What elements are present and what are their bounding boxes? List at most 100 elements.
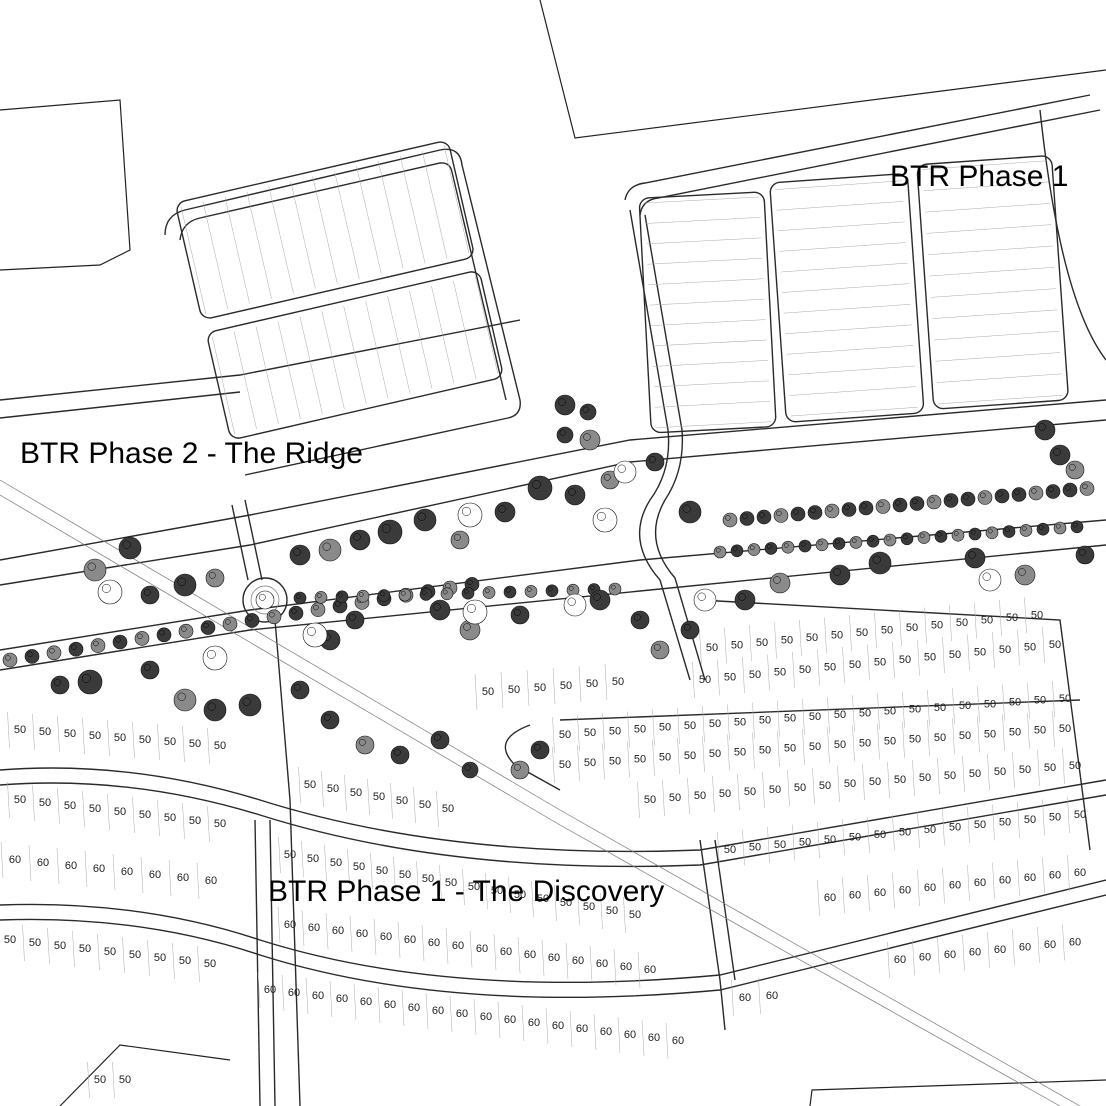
lot-line [842,877,845,914]
tree-icon [968,527,982,541]
lot-line [731,979,734,1017]
lot-line [305,977,309,1015]
lot-line [47,927,50,965]
lot-width-label: 50 [442,803,454,815]
tree-icon [310,602,326,617]
tree-icon [68,641,84,657]
lot-line [517,936,521,974]
lot-line [783,304,911,314]
lot-line [934,330,1059,341]
lot-width-label: 50 [64,800,76,812]
lot-width-label: 60 [944,949,956,961]
lot-width-label: 60 [1024,872,1036,884]
lot-line [168,859,172,897]
lot-line [752,702,755,739]
lot-line [1002,684,1005,721]
tree-icon [293,591,307,605]
tree-icon [722,512,738,528]
lot-line [1012,929,1015,966]
lot-width-label: 60 [644,964,656,976]
lot-width-label: 50 [204,958,216,970]
tree-icon [503,585,517,599]
lot-width-label: 60 [620,961,632,973]
lot-width-label: 50 [819,780,831,792]
lot-width-label: 50 [586,678,598,690]
tree-icon [335,590,349,604]
lot-width-label: 60 [1069,936,1081,948]
lot-line [182,802,185,840]
lot-width-label: 50 [959,700,971,712]
lot-line [107,719,110,757]
lot-width-label: 50 [724,671,736,683]
lot-line [677,707,680,745]
lot-line [902,721,905,758]
lot-line [57,715,60,753]
lot-width-label: 50 [974,646,986,658]
tree-icon [892,497,908,513]
lot-width-label: 60 [899,884,911,896]
lot-line [196,862,200,900]
lot-width-label: 50 [79,943,91,955]
lot-line [742,829,745,866]
lot-line [637,781,640,819]
lot-width-label: 60 [452,940,464,952]
tree-icon [377,589,391,602]
lot-width-label: 50 [684,720,696,732]
lot-line [867,816,870,854]
lot-line [602,743,605,780]
tree-icon [24,649,40,664]
tree-icon [482,586,496,599]
lot-line [662,779,665,817]
label-phase1-east: BTR Phase 1 [890,160,1068,193]
lot-line [656,421,771,428]
tree-icon [807,505,823,520]
tree-icon [255,590,275,610]
lot-width-label: 50 [129,949,141,961]
lot-line [717,659,720,696]
lot-line [545,1007,549,1045]
tree-icon [769,572,791,594]
lot-width-label: 50 [956,617,968,629]
tree-icon [829,564,851,586]
lot-line [485,872,488,910]
lot-width-label: 50 [634,724,646,736]
lot-width-label: 60 [924,882,936,894]
tree-icon [1028,485,1044,501]
lot-line [767,654,770,691]
lot-line [777,700,780,737]
lot-width-label: 50 [706,642,718,654]
lot-width-label: 50 [537,893,549,905]
lot-line [887,941,890,979]
lot-line [224,196,250,304]
lot-line [699,629,702,667]
lot-line [923,181,1049,192]
tree-icon [450,530,470,550]
lot-width-label: 50 [769,784,781,796]
tree-icon [530,740,550,760]
lot-line [827,697,830,734]
lot-line [157,723,160,761]
lot-line [577,888,580,926]
lot-width-label: 50 [724,844,736,856]
lot-line [552,716,555,754]
tree-icon [849,536,863,549]
lot-width-label: 50 [744,786,756,798]
lot-width-label: 60 [37,857,49,869]
lot-line [409,291,433,389]
tree-icon [244,613,260,628]
lot-line [812,767,815,805]
lot-line [277,906,281,944]
lot-width-label: 50 [39,726,51,738]
lot-width-label: 50 [859,737,871,749]
lot-width-label: 50 [824,834,836,846]
lot-width-label: 50 [634,754,646,766]
lot-line [912,759,915,797]
lot-width-label: 60 [576,1023,588,1035]
lot-width-label: 50 [644,794,656,806]
lot-width-label: 50 [154,952,166,964]
lot-line [321,770,324,808]
lot-width-label: 50 [834,739,846,751]
tree-icon [134,631,150,646]
lot-width-label: 50 [534,682,546,694]
